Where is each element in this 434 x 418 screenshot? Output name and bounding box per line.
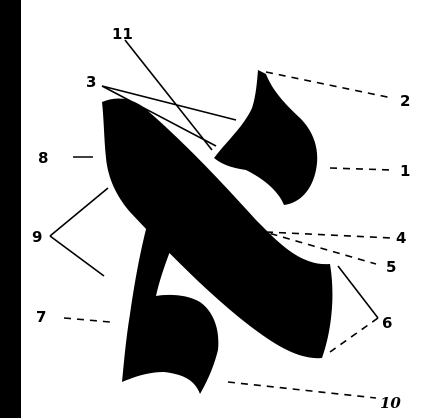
leader-line-9b — [50, 236, 104, 276]
label-3: 3 — [86, 73, 96, 91]
aleph-letter — [102, 70, 332, 394]
label-10: 10 — [380, 394, 401, 412]
label-2: 2 — [400, 92, 410, 110]
left-black-bar — [0, 0, 21, 418]
leader-line-7 — [64, 318, 110, 322]
label-11: 11 — [112, 25, 133, 43]
leader-line-6b — [330, 318, 378, 352]
leader-line-2 — [266, 72, 392, 98]
label-6: 6 — [382, 314, 392, 332]
label-1: 1 — [400, 162, 410, 180]
leader-line-1 — [330, 168, 392, 170]
label-4: 4 — [396, 229, 406, 247]
leader-line-10 — [228, 382, 376, 398]
leader-line-6a — [338, 266, 378, 318]
aleph-upper-right-arm — [214, 70, 317, 205]
leader-line-9a — [50, 188, 108, 236]
label-7: 7 — [36, 308, 46, 326]
label-5: 5 — [386, 258, 396, 276]
label-9: 9 — [32, 228, 42, 246]
label-8: 8 — [38, 149, 48, 167]
